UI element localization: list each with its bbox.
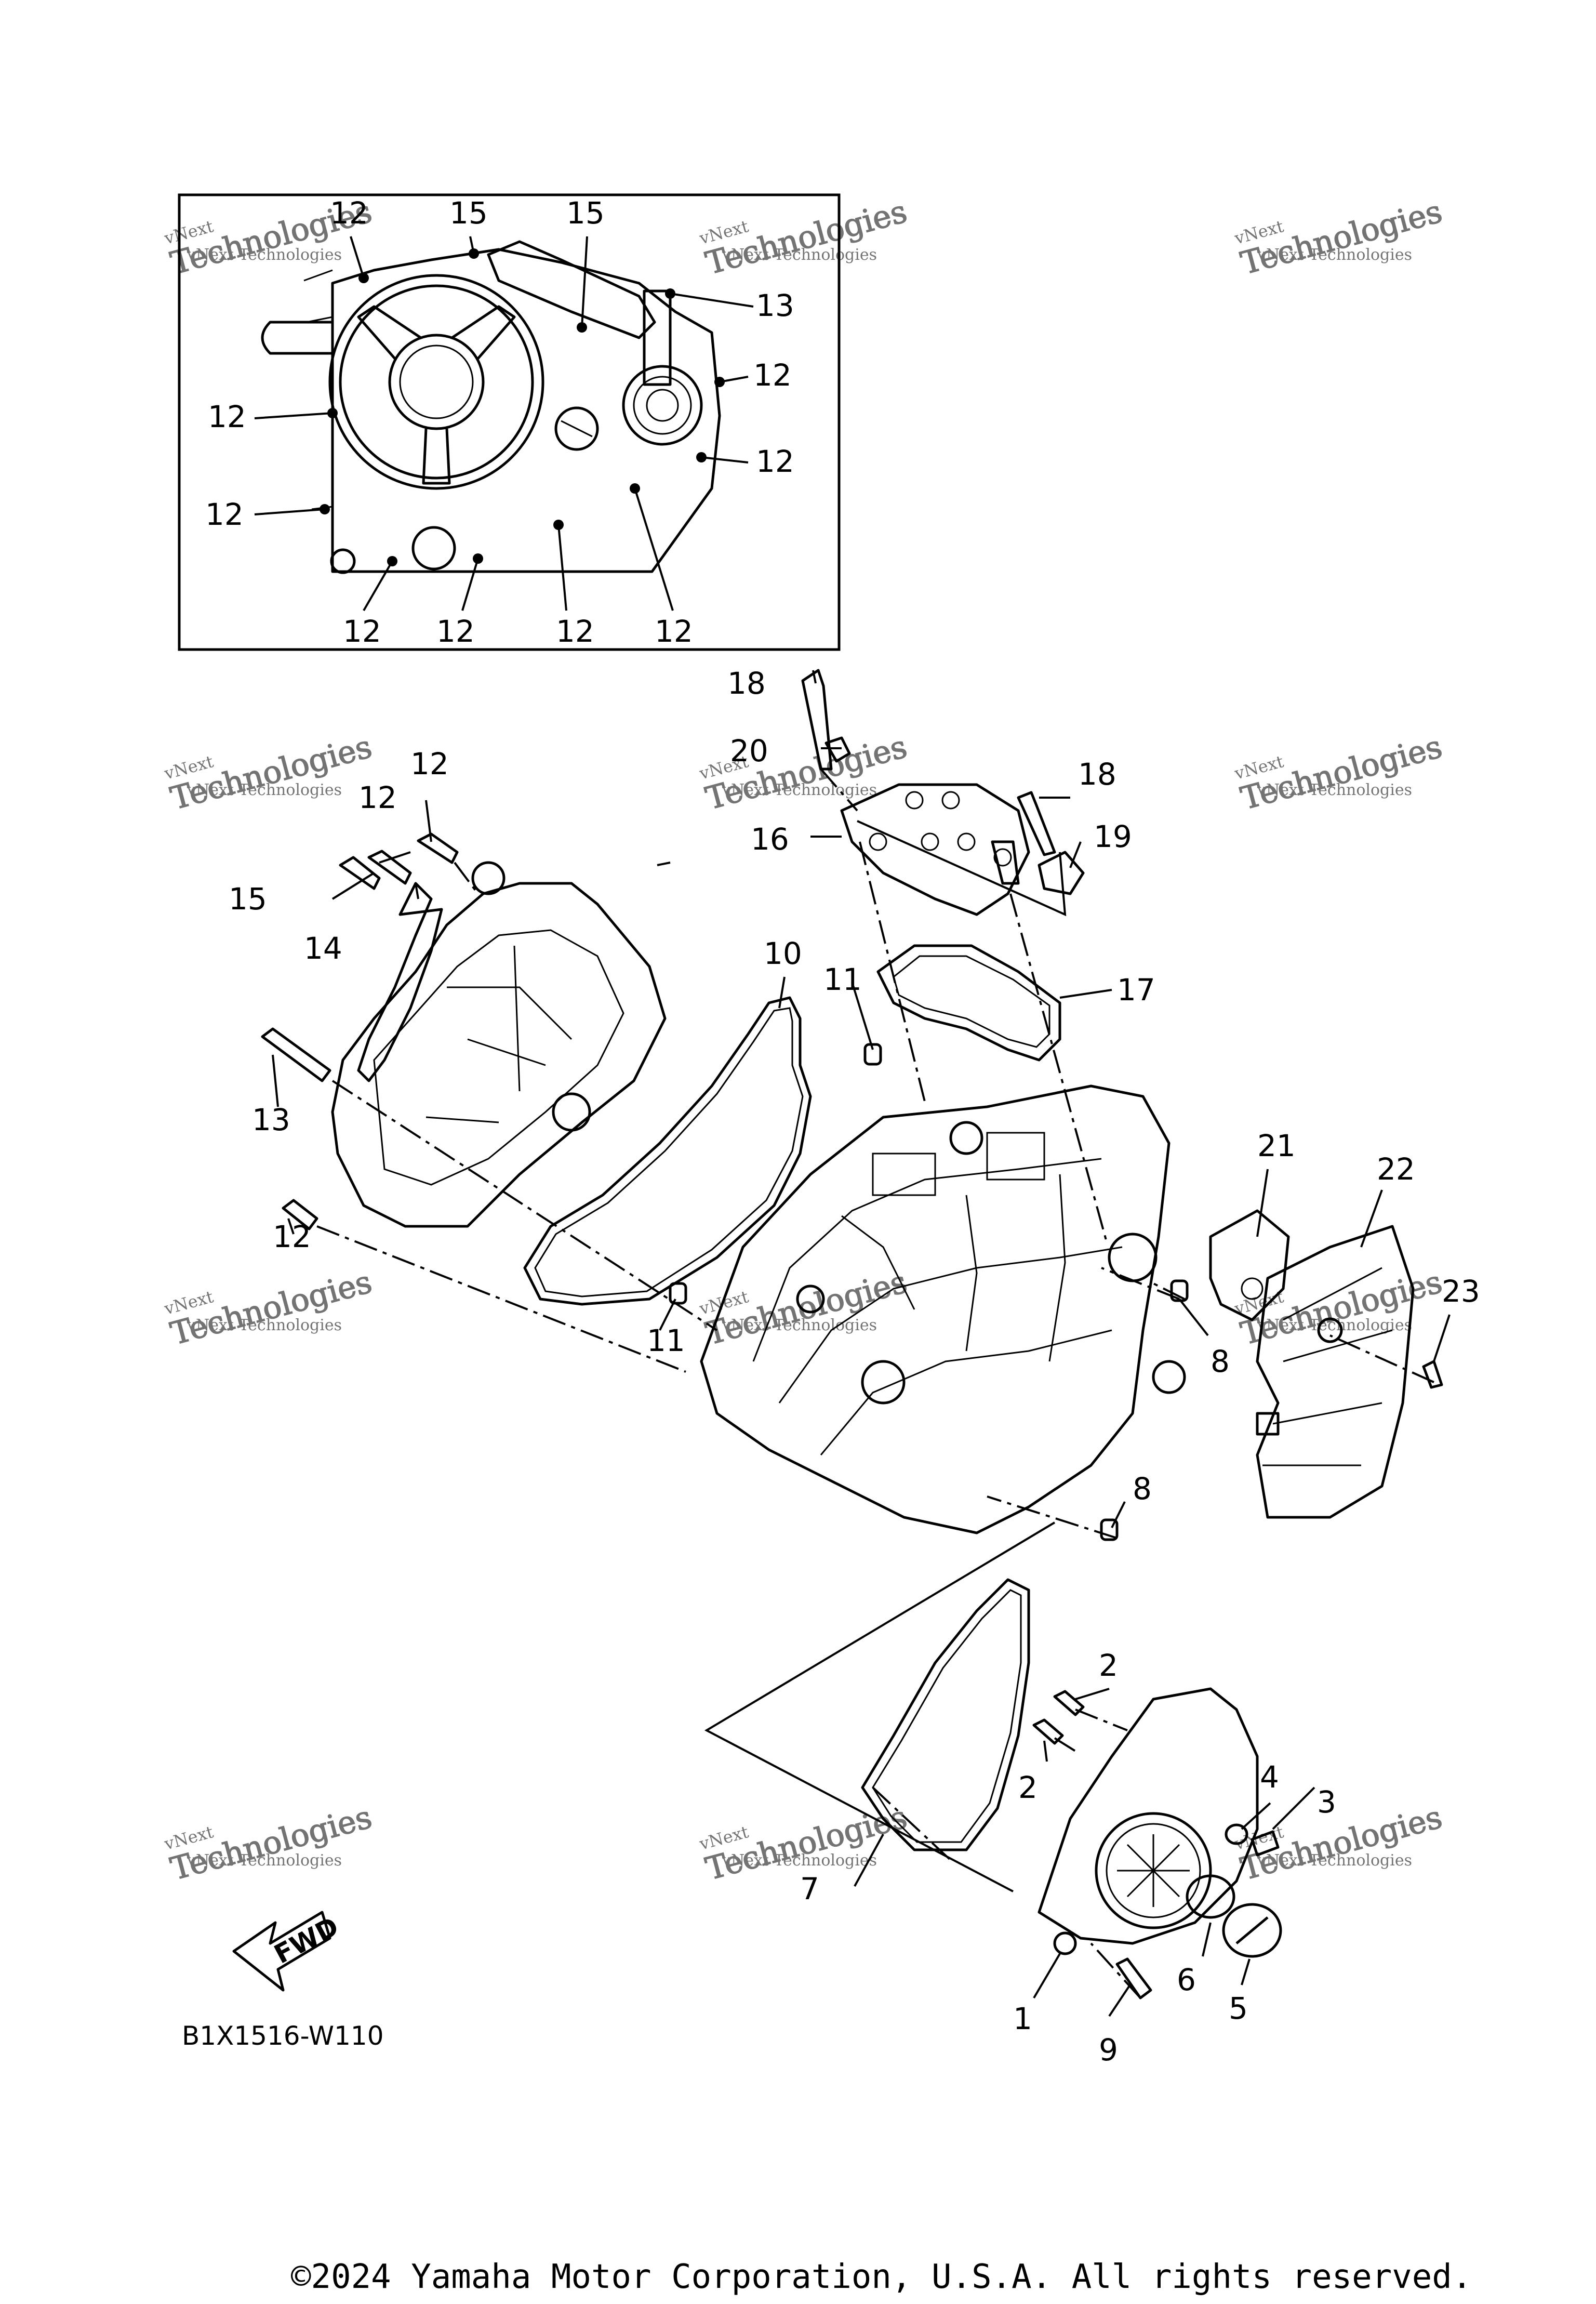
callout-4: 4	[1260, 1759, 1279, 1795]
callout-19: 19	[1094, 819, 1132, 854]
callout-12a: 12	[410, 746, 449, 782]
watermark-text: vNext Technologies	[722, 1851, 877, 1870]
lever-14	[357, 882, 443, 1082]
watermark-text: vNext Technologies	[1257, 1851, 1412, 1870]
callout-6: 6	[1177, 1962, 1196, 1997]
callout-11a: 11	[823, 962, 862, 997]
watermarks: vNext Technologies vNext Technologies vN…	[162, 193, 1446, 1888]
inset-callout: 12	[208, 399, 246, 434]
watermark-text: vNext Technologies	[187, 1316, 342, 1334]
inset-callout: 12	[330, 195, 368, 231]
callout-18a: 18	[727, 666, 766, 701]
callout-8a: 8	[1211, 1344, 1230, 1379]
callout-11b: 11	[647, 1323, 685, 1358]
inset-callout: 12	[343, 614, 381, 649]
damper-20	[824, 736, 851, 763]
watermark-text: vNext Technologies	[722, 781, 877, 799]
watermark-text: vNext Technologies	[722, 246, 877, 264]
callout-13: 13	[252, 1102, 290, 1137]
callout-17: 17	[1117, 972, 1155, 1008]
watermark-text: vNext Technologies	[1257, 246, 1412, 264]
callout-1: 1	[1013, 2001, 1032, 2036]
callout-15: 15	[229, 881, 267, 917]
callout-9: 9	[1099, 2032, 1118, 2068]
inset-callouts: 12 15 15 13 12 12 12 12 12 12 12 12	[205, 195, 794, 649]
inset-callout: 12	[655, 614, 693, 649]
callout-14: 14	[304, 931, 342, 966]
stator-cover-1	[1038, 1687, 1259, 1955]
callout-8b: 8	[1133, 1471, 1152, 1506]
inset-callout: 12	[436, 614, 475, 649]
callout-2b: 2	[1018, 1770, 1038, 1805]
washer-4	[1225, 1823, 1248, 1845]
callout-3: 3	[1317, 1784, 1336, 1820]
callout-12b: 12	[358, 780, 397, 815]
main-callouts: 1 2 2 3 4 5 6 7 8 8 9 10 11 11 12 12 12 …	[229, 666, 1480, 2068]
filler-cap-5	[1222, 1903, 1282, 1958]
inset-callout: 12	[556, 614, 594, 649]
callout-20: 20	[730, 733, 768, 769]
callout-7: 7	[800, 1871, 819, 1906]
diagram-code: B1X1516-W110	[182, 2021, 384, 2051]
callout-16: 16	[751, 822, 789, 857]
fwd-arrow: FWD	[232, 1911, 343, 1992]
callout-21: 21	[1257, 1128, 1296, 1163]
watermark-text: vNext Technologies	[187, 781, 342, 799]
inset-callout: 15	[566, 195, 605, 231]
inset-callout: 12	[756, 444, 794, 479]
callout-23: 23	[1442, 1274, 1480, 1309]
crankcase-cover-left	[331, 861, 667, 1228]
copyright-notice: ©2024 Yamaha Motor Corporation, U.S.A. A…	[291, 2258, 1472, 2296]
callout-12c: 12	[273, 1219, 311, 1254]
watermark-text: vNext Technologies	[187, 246, 342, 264]
callout-22: 22	[1377, 1151, 1415, 1187]
gasket-crankcase-cover	[523, 996, 812, 1306]
callout-2a: 2	[1099, 1648, 1118, 1683]
dowel-pins	[669, 1043, 1189, 1541]
sprocket-cover-22	[1256, 1225, 1415, 1519]
cover-16	[840, 783, 1030, 916]
inset-callout: 12	[205, 497, 244, 532]
callout-18b: 18	[1078, 757, 1116, 792]
inset-callout: 12	[753, 357, 792, 393]
plug-bolt-3	[1251, 1830, 1280, 1857]
fwd-label: FWD	[269, 1911, 343, 1970]
watermark-text: vNext Technologies	[187, 1851, 342, 1870]
inset-crankcase-cover-view: 12 15 15 13 12 12 12 12 12 12 12 12	[178, 193, 841, 651]
assembly-lines	[316, 768, 1434, 1999]
callout-5: 5	[1229, 1991, 1248, 2026]
part-21-clamp	[1209, 1209, 1290, 1321]
callout-leaders	[272, 670, 1451, 2017]
inset-callout: 15	[449, 195, 488, 231]
watermark-text: vNext Technologies	[1257, 1316, 1412, 1334]
o-ring-6	[1186, 1874, 1235, 1919]
watermark-text: vNext Technologies	[1257, 781, 1412, 799]
inset-bolt-dots	[320, 248, 725, 566]
inset-callout: 13	[756, 288, 794, 323]
watermark-text: vNext Technologies	[722, 1316, 877, 1334]
gasket-17	[876, 944, 1061, 1062]
callout-10: 10	[764, 936, 802, 971]
